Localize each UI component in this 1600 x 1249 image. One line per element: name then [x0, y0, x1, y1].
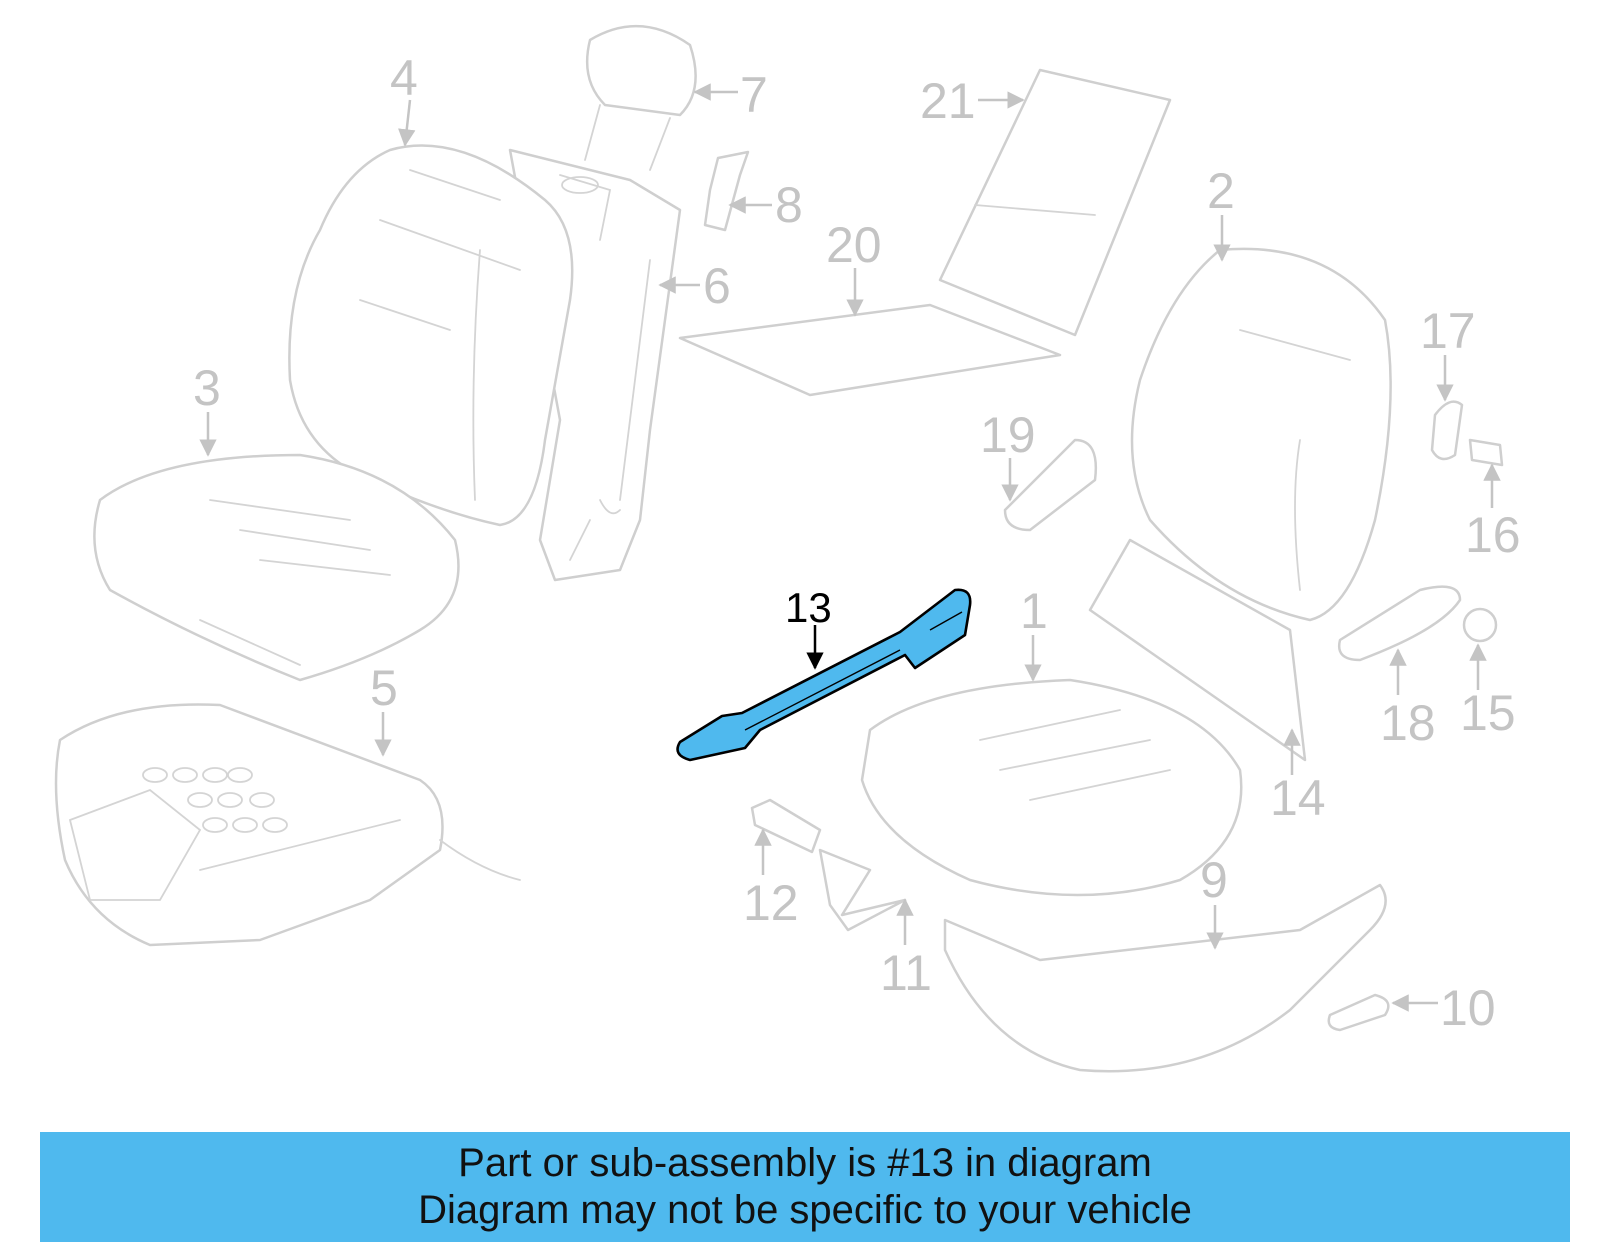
seat-cushion-left [93, 453, 460, 682]
info-banner: Part or sub-assembly is #13 in diagram D… [40, 1132, 1570, 1242]
headrest [584, 24, 697, 171]
callout-19: 19 [980, 407, 1036, 463]
callout-18: 18 [1380, 695, 1436, 751]
clip-16 [1468, 438, 1504, 467]
callout-8: 8 [775, 177, 803, 233]
callout-6: 6 [703, 258, 731, 314]
callout-12: 12 [743, 875, 799, 931]
seat-cushion-right [860, 678, 1243, 897]
leader-arrows [199, 83, 1501, 1012]
callout-20: 20 [826, 217, 882, 273]
seat-back-cushion-right [1130, 247, 1392, 622]
callout-17: 17 [1420, 303, 1476, 359]
back-pad [938, 68, 1172, 337]
recliner-cover [1003, 438, 1098, 532]
seat-back-cushion [288, 144, 574, 527]
callout-11: 11 [880, 945, 932, 1001]
callout-13: 13 [785, 584, 832, 631]
callout-1: 1 [1020, 583, 1048, 639]
parts-diagram: 4 7 21 8 2 20 6 17 3 19 16 1 13 5 18 15 … [54, 24, 1521, 1073]
side-cover [1337, 585, 1462, 662]
lever-handle [750, 798, 822, 854]
seat-frame-lower [943, 883, 1387, 1073]
callout-15: 15 [1460, 685, 1516, 741]
callout-16: 16 [1465, 507, 1521, 563]
banner-line-2: Diagram may not be specific to your vehi… [418, 1188, 1192, 1232]
callout-2: 2 [1207, 163, 1235, 219]
callout-14: 14 [1270, 770, 1326, 826]
bolt-cover [1327, 993, 1390, 1032]
callout-21: 21 [920, 73, 976, 129]
seat-frame-assembly [54, 703, 521, 947]
knob-cover [1430, 400, 1464, 461]
lever-bar [818, 848, 907, 932]
seat-pad [678, 303, 1062, 397]
banner-line-1: Part or sub-assembly is #13 in diagram [458, 1141, 1152, 1185]
frame-holes [142, 767, 288, 833]
back-board [1088, 538, 1307, 762]
callout-5: 5 [370, 660, 398, 716]
callout-10: 10 [1440, 980, 1496, 1036]
callout-9: 9 [1200, 852, 1228, 908]
callout-3: 3 [193, 360, 221, 416]
knob-15 [1462, 607, 1498, 643]
callout-4: 4 [390, 50, 418, 106]
headrest-guide [703, 150, 750, 232]
seat-rail-highlighted [676, 588, 972, 762]
callout-7: 7 [740, 67, 768, 123]
